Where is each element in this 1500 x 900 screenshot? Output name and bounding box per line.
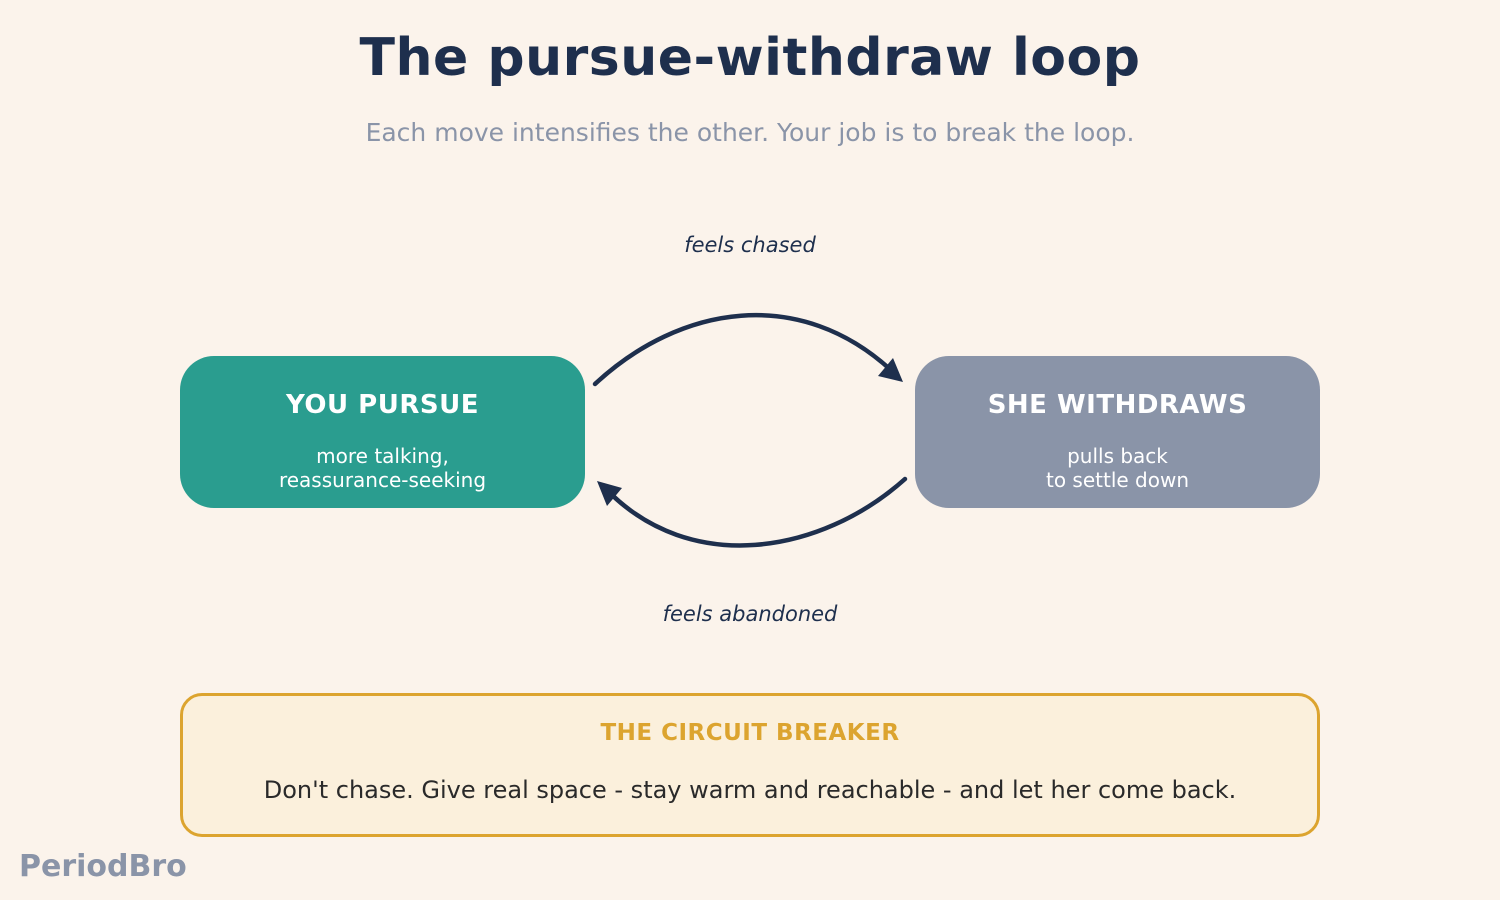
edge-label-feels-abandoned: feels abandoned	[662, 602, 838, 626]
edge-label-feels-chased: feels chased	[684, 233, 816, 257]
arrow-pursue-to-withdraw	[592, 312, 896, 387]
node-you-pursue-title: YOU PURSUE	[286, 390, 479, 420]
node-you-pursue: YOU PURSUE more talking, reassurance-see…	[180, 356, 585, 508]
page-subtitle: Each move intensifies the other. Your jo…	[365, 118, 1135, 147]
node-she-withdraws-description: pulls back to settle down	[1045, 444, 1190, 492]
node-she-withdraws-title: SHE WITHDRAWS	[987, 390, 1248, 420]
node-she-withdraws: SHE WITHDRAWS pulls back to settle down	[915, 356, 1320, 508]
circuit-breaker-text: Don't chase. Give real space - stay warm…	[263, 776, 1237, 804]
brand-logo: PeriodBro	[19, 849, 187, 884]
arrow-withdraw-to-pursue	[604, 476, 908, 548]
node-you-pursue-description: more talking, reassurance-seeking	[278, 444, 487, 492]
circuit-breaker-title: THE CIRCUIT BREAKER	[600, 720, 900, 746]
arrowhead-right	[878, 358, 903, 382]
arrowhead-left	[597, 481, 622, 506]
page-title: The pursue-withdraw loop	[359, 28, 1141, 88]
circuit-breaker-box: THE CIRCUIT BREAKER Don't chase. Give re…	[180, 693, 1320, 837]
